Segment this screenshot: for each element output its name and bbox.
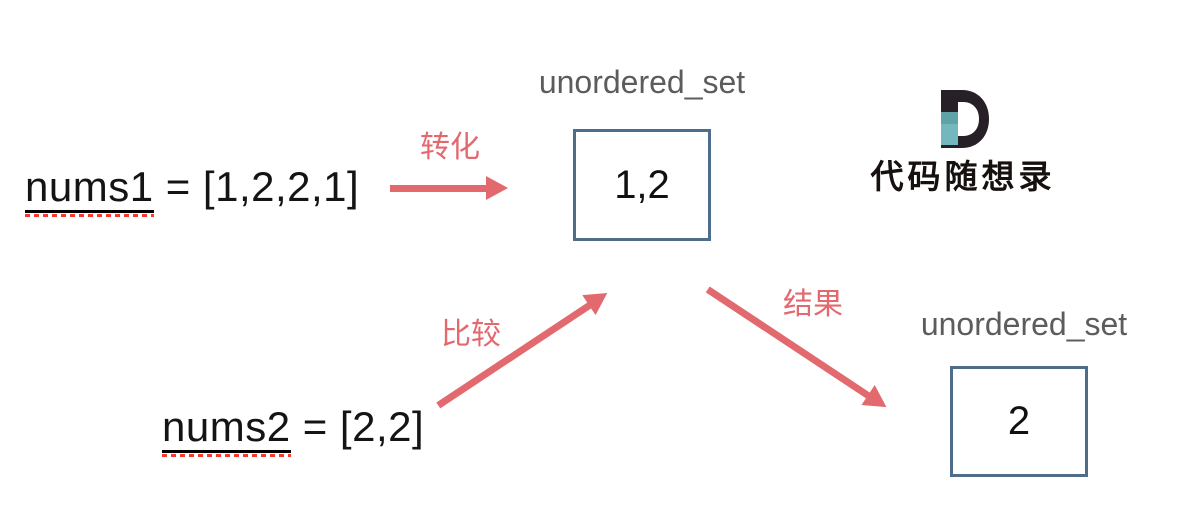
- nums2-value: = [2,2]: [290, 403, 425, 450]
- brand-name: 代码随想录: [870, 157, 1056, 196]
- convert-arrow-label: 转化: [420, 131, 480, 164]
- brand-d-icon: [941, 90, 989, 148]
- nums1-expression: nums1 = [1,2,2,1]: [25, 163, 360, 217]
- converted-set-title: unordered_set: [538, 64, 746, 100]
- result-arrow-label: 结果: [783, 288, 843, 321]
- converted-set-box: 1,2: [573, 129, 711, 241]
- nums1-value: = [1,2,2,1]: [153, 163, 360, 210]
- brand-logo: [941, 90, 989, 153]
- arrow-head: [486, 176, 508, 200]
- arrow-shaft: [390, 184, 488, 192]
- nums1-variable: nums1: [25, 166, 154, 217]
- converted-set-value: 1,2: [614, 162, 670, 207]
- nums2-expression: nums2 = [2,2]: [162, 403, 425, 457]
- compare-arrow-label: 比较: [441, 318, 501, 351]
- result-set-title: unordered_set: [920, 306, 1128, 342]
- convert-arrow-icon: [390, 176, 508, 200]
- result-set-box: 2: [950, 366, 1088, 477]
- nums2-variable: nums2: [162, 406, 291, 457]
- result-set-value: 2: [1007, 399, 1031, 443]
